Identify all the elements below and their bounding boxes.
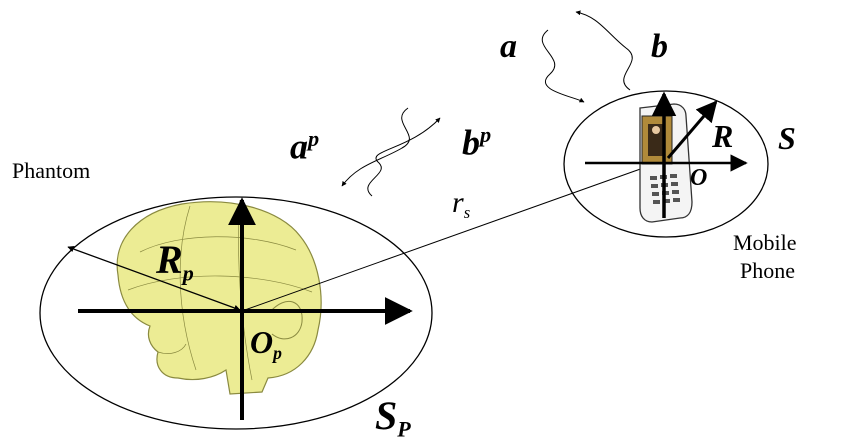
label-O: O bbox=[690, 165, 708, 191]
wave-b-p bbox=[367, 117, 441, 197]
phantom-sphere bbox=[39, 196, 433, 430]
wave-a bbox=[541, 29, 585, 103]
label-b-p: bp bbox=[462, 122, 492, 163]
phantom-radius-arrow bbox=[67, 245, 241, 312]
label-a: a bbox=[500, 28, 517, 65]
separation-line bbox=[241, 161, 661, 312]
wave-a-p bbox=[341, 107, 410, 187]
label-S-p: SP bbox=[375, 393, 411, 442]
mobile-radius-arrow bbox=[666, 100, 718, 159]
label-r-s: rs bbox=[452, 186, 471, 222]
mobile-label-line1: Mobile bbox=[733, 230, 797, 255]
wave-b bbox=[575, 10, 633, 91]
mobile-label-line2: Phone bbox=[740, 258, 795, 283]
label-a-p: ap bbox=[290, 126, 320, 167]
label-O-p: Op bbox=[250, 324, 282, 364]
mobile-sphere bbox=[563, 90, 769, 238]
label-R-p: Rp bbox=[156, 237, 194, 286]
phantom-head-icon bbox=[116, 199, 322, 395]
label-S: S bbox=[778, 120, 796, 156]
label-b: b bbox=[651, 28, 668, 65]
phantom-label: Phantom bbox=[12, 158, 91, 183]
label-R: R bbox=[712, 118, 734, 154]
